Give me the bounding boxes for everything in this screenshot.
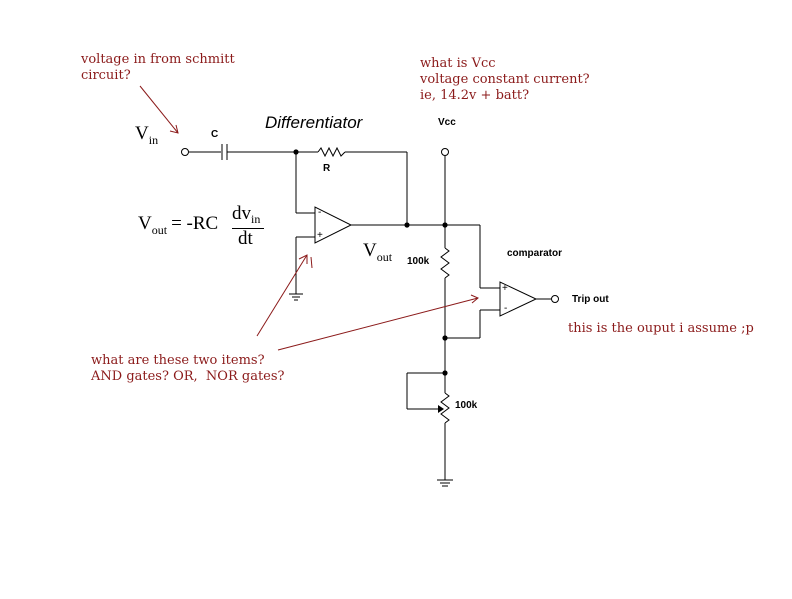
- formula-equals: = -RC: [171, 213, 219, 234]
- vin-label: Vin: [135, 123, 159, 147]
- vin-label-sub: in: [148, 133, 159, 147]
- formula-num-sub: in: [251, 212, 261, 226]
- arrow-schmitt: [139, 85, 179, 134]
- note-schmitt-line2: circuit?: [81, 68, 131, 83]
- opamp1-minus-pin: -: [318, 207, 322, 218]
- gates-tick: [310, 256, 313, 269]
- vcc-terminal: [441, 148, 449, 156]
- opamp-comparator: [499, 281, 538, 317]
- opamp1-plus-pin: +: [317, 230, 323, 241]
- trip-out-label: Trip out: [572, 294, 609, 305]
- potentiometer-100k: [440, 392, 450, 424]
- resistor-label: R: [323, 163, 331, 174]
- vin-terminal: [181, 148, 189, 156]
- junction-node-2: [404, 222, 410, 228]
- resistor-r-symbol: [317, 146, 346, 158]
- junction-node-3: [442, 222, 448, 228]
- trip-out-terminal: [551, 295, 559, 303]
- note-vcc: what is Vcc voltage constant current? ie…: [420, 56, 590, 104]
- note-output: this is the ouput i assume ;p: [568, 321, 754, 336]
- note-schmitt-line1: voltage in from schmitt: [81, 52, 235, 67]
- formula-lhs: Vout= -RC: [138, 213, 219, 237]
- note-vcc-line1: what is Vcc: [420, 56, 496, 71]
- arrow-gates-2: [277, 297, 479, 351]
- vout-label-sub: out: [376, 250, 393, 264]
- ground-symbol-2: [437, 479, 453, 487]
- formula-lhs-main: V: [138, 213, 152, 234]
- note-gates-line1: what are these two items?: [91, 353, 265, 368]
- junction-node-5: [442, 370, 448, 376]
- comparator-plus-pin: +: [502, 283, 508, 294]
- formula-lhs-sub: out: [151, 223, 168, 237]
- vcc-label: Vcc: [438, 117, 456, 128]
- note-vcc-line2: voltage constant current?: [420, 72, 590, 87]
- junction-node-1: [293, 149, 299, 155]
- capacitor-symbol: [221, 144, 228, 160]
- note-gates: what are these two items? AND gates? OR,…: [91, 353, 285, 385]
- comparator-label: comparator: [507, 248, 563, 259]
- capacitor-label: C: [211, 129, 219, 140]
- vout-label: Vout: [363, 240, 393, 264]
- formula-num-main: dv: [232, 203, 251, 224]
- note-schmitt: voltage in from schmitt circuit?: [81, 52, 235, 84]
- vout-label-main: V: [363, 240, 377, 261]
- ground-symbol-1: [289, 293, 303, 301]
- arrow-gates-1: [256, 254, 308, 337]
- pot-wiper-arrow: [438, 405, 444, 413]
- opamp-differentiator: [314, 206, 353, 244]
- note-gates-line2: AND gates? OR, NOR gates?: [91, 369, 285, 384]
- junction-node-4: [442, 335, 448, 341]
- formula-denominator: dt: [238, 228, 253, 249]
- resistor-100k-top: [440, 247, 450, 279]
- comparator-minus-pin: -: [504, 303, 508, 314]
- resistor-100k-label: 100k: [407, 256, 430, 267]
- formula-fraction-bar: [232, 228, 264, 229]
- note-vcc-line3: ie, 14.2v + batt?: [420, 88, 530, 103]
- diagram-title: Differentiator: [265, 113, 363, 132]
- vin-label-main: V: [135, 123, 149, 144]
- pot-100k-label: 100k: [455, 400, 478, 411]
- formula-numerator: dvin: [232, 203, 261, 226]
